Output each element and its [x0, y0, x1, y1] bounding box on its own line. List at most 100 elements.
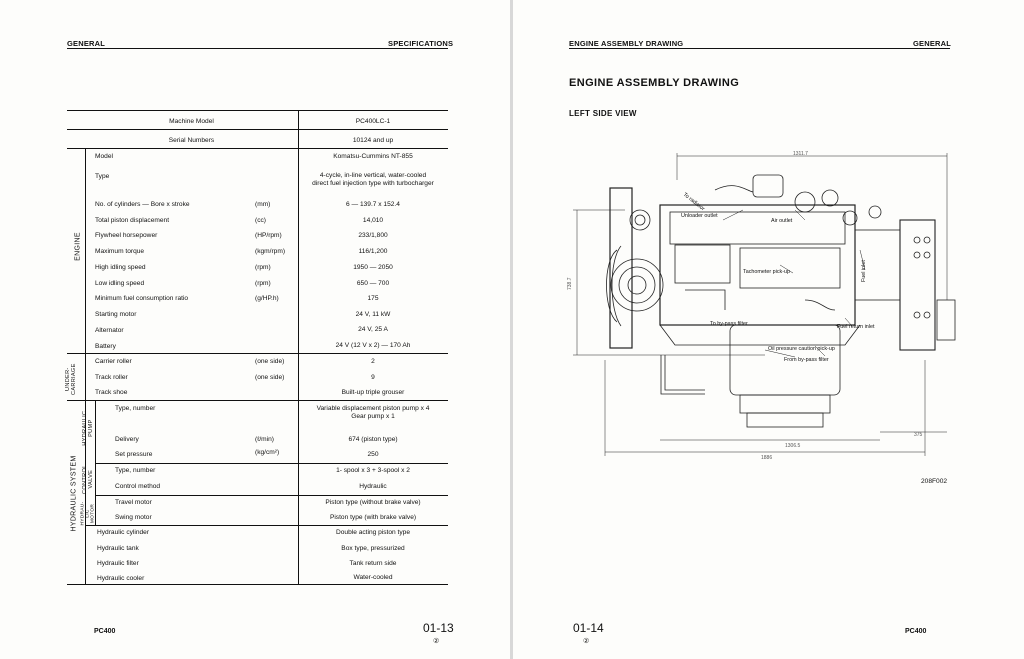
table-rule: [95, 495, 448, 496]
horsepower-value: 233/1,800: [358, 232, 388, 239]
header-rule: [67, 48, 448, 49]
pump-type-value: Variable displacement piston pump x 4: [316, 405, 430, 412]
high-idle-unit: (rpm): [255, 264, 271, 271]
battery-value: 24 V (12 V x 2) — 170 Ah: [335, 342, 411, 349]
callout-tachometer: Tachometer pick-up: [743, 269, 790, 275]
dimension-right-offset: 375: [914, 432, 923, 438]
section-label-valve-line2: VALVE: [88, 469, 94, 489]
starting-motor-label: Starting motor: [95, 311, 137, 318]
section-label-engine: ENGINE: [74, 232, 82, 261]
header-title-right: ENGINE ASSEMBLY DRAWING: [569, 39, 684, 48]
low-idle-label: Low idling speed: [95, 280, 145, 287]
table-value-divider: [298, 110, 299, 584]
table-subsection-divider: [95, 400, 96, 525]
page-number-right: 01-14: [573, 621, 604, 635]
cylinders-unit: (mm): [255, 201, 271, 208]
machine-model-label: Machine Model: [169, 118, 214, 125]
horsepower-label: Flywheel horsepower: [95, 232, 158, 239]
table-rule: [85, 525, 448, 526]
footer-model-left: PC400: [94, 628, 116, 635]
serial-numbers-label: Serial Numbers: [168, 137, 215, 144]
travel-motor-label: Travel motor: [115, 499, 152, 506]
left-page: GENERAL SPECIFICATIONS Machine Model PC4…: [0, 0, 510, 659]
callout-to-radiator: To radiator: [682, 192, 706, 213]
figure-code: 208F002: [921, 478, 948, 485]
set-pressure-value: 250: [367, 451, 379, 458]
set-pressure-unit: (kg/cm²): [255, 449, 280, 456]
drawing-subtitle: LEFT SIDE VIEW: [569, 109, 637, 118]
displacement-unit: (cc): [255, 217, 266, 224]
page-gutter: [510, 0, 513, 659]
delivery-label: Delivery: [115, 436, 139, 443]
high-idle-label: High idling speed: [95, 264, 146, 271]
dimension-height: 738.7: [567, 277, 573, 290]
track-roller-label: Track roller: [95, 374, 128, 381]
footer-model-right: PC400: [905, 628, 927, 635]
track-roller-unit: (one side): [255, 374, 285, 381]
section-label-motor-line3: MOTOR: [90, 503, 96, 524]
torque-unit: (kgm/rpm): [255, 248, 286, 255]
low-idle-value: 650 — 700: [356, 280, 390, 287]
torque-label: Maximum torque: [95, 248, 145, 255]
valve-type-label: Type, number: [115, 467, 156, 474]
section-label-hydraulic-motor: HYDRAU- LIC MOTOR: [81, 498, 96, 530]
engine-type-value: 4-cycle, in-line vertical, water-cooled: [319, 172, 427, 179]
section-label-control-valve: CONTROL VALVE: [82, 462, 94, 496]
edition-mark-left: ②: [433, 638, 440, 645]
callout-from-bypass-filter: From by-pass filter: [784, 357, 829, 363]
callout-air-outlet: Air outlet: [771, 218, 793, 224]
callout-oil-pressure: Oil pressure caution pick-up: [768, 346, 835, 352]
engine-assembly-drawing: To radiator Unloader outlet Air outlet T…: [567, 151, 956, 461]
callout-unloader-outlet: Unloader outlet: [681, 213, 718, 219]
delivery-unit: (ℓ/min): [255, 436, 274, 443]
fuel-ratio-value: 175: [367, 295, 379, 302]
valve-type-value: 1- spool x 3 + 3-spool x 2: [336, 467, 410, 474]
torque-value: 116/1,200: [358, 248, 388, 255]
fuel-ratio-unit: (g/HP.h): [255, 295, 279, 302]
table-rule: [67, 129, 448, 130]
hydraulic-filter-label: Hydraulic filter: [97, 560, 139, 567]
section-label-hydraulic-pump: HYDRAULIC PUMP: [82, 404, 94, 452]
table-top-rule: [67, 110, 448, 111]
set-pressure-label: Set pressure: [115, 451, 153, 458]
hydraulic-cylinder-label: Hydraulic cylinder: [97, 529, 150, 536]
track-roller-value: 9: [371, 374, 375, 381]
callout-to-bypass-filter: To by-pass filter: [710, 321, 748, 327]
callout-fuel-inlet: Fuel inlet: [861, 260, 867, 282]
callout-fuel-return-inlet: Fuel return inlet: [837, 324, 875, 330]
hydraulic-filter-value: Tank return side: [349, 560, 397, 567]
carrier-roller-value: 2: [371, 358, 375, 365]
table-bottom-rule: [67, 584, 448, 585]
table-rule: [67, 353, 448, 354]
table-rule: [95, 463, 448, 464]
dimension-overall-width: 1886: [761, 455, 772, 461]
alternator-value: 24 V, 25 A: [358, 326, 388, 333]
dimension-top-width: 1311.7: [793, 151, 808, 157]
machine-model-value: PC400LC-1: [355, 118, 391, 125]
engine-type-label: Type: [95, 173, 110, 180]
dimension-lower-width: 1306.5: [785, 443, 801, 449]
section-label-hydraulic-system: HYDRAULIC SYSTEM: [70, 455, 78, 532]
starting-motor-value: 24 V, 11 kW: [355, 311, 391, 318]
hydraulic-cooler-value: Water-cooled: [353, 574, 393, 581]
right-page: ENGINE ASSEMBLY DRAWING GENERAL ENGINE A…: [513, 0, 1024, 659]
table-rule: [67, 148, 448, 149]
drawing-title: ENGINE ASSEMBLY DRAWING: [569, 77, 740, 89]
high-idle-value: 1950 — 2050: [353, 264, 393, 271]
carrier-roller-label: Carrier roller: [95, 358, 132, 365]
section-label-undercarriage-line2: CARRIAGE: [71, 363, 77, 396]
pump-type-value-line2: Gear pump x 1: [351, 413, 395, 420]
header-section-right: GENERAL: [913, 39, 952, 48]
specifications-table: Machine Model PC400LC-1 Serial Numbers 1…: [65, 110, 448, 585]
carrier-roller-unit: (one side): [255, 358, 285, 365]
hydraulic-tank-label: Hydraulic tank: [97, 545, 139, 552]
track-shoe-label: Track shoe: [95, 389, 128, 396]
hydraulic-tank-value: Box type, pressurized: [341, 545, 405, 552]
header-section-left: GENERAL: [67, 39, 106, 48]
edition-mark-right: ②: [583, 638, 590, 645]
delivery-value: 674 (piston type): [348, 436, 398, 443]
control-method-label: Control method: [115, 483, 161, 490]
fuel-ratio-label: Minimum fuel consumption ratio: [95, 295, 189, 302]
pump-type-label: Type, number: [115, 405, 156, 412]
header-title-left: SPECIFICATIONS: [388, 39, 454, 48]
